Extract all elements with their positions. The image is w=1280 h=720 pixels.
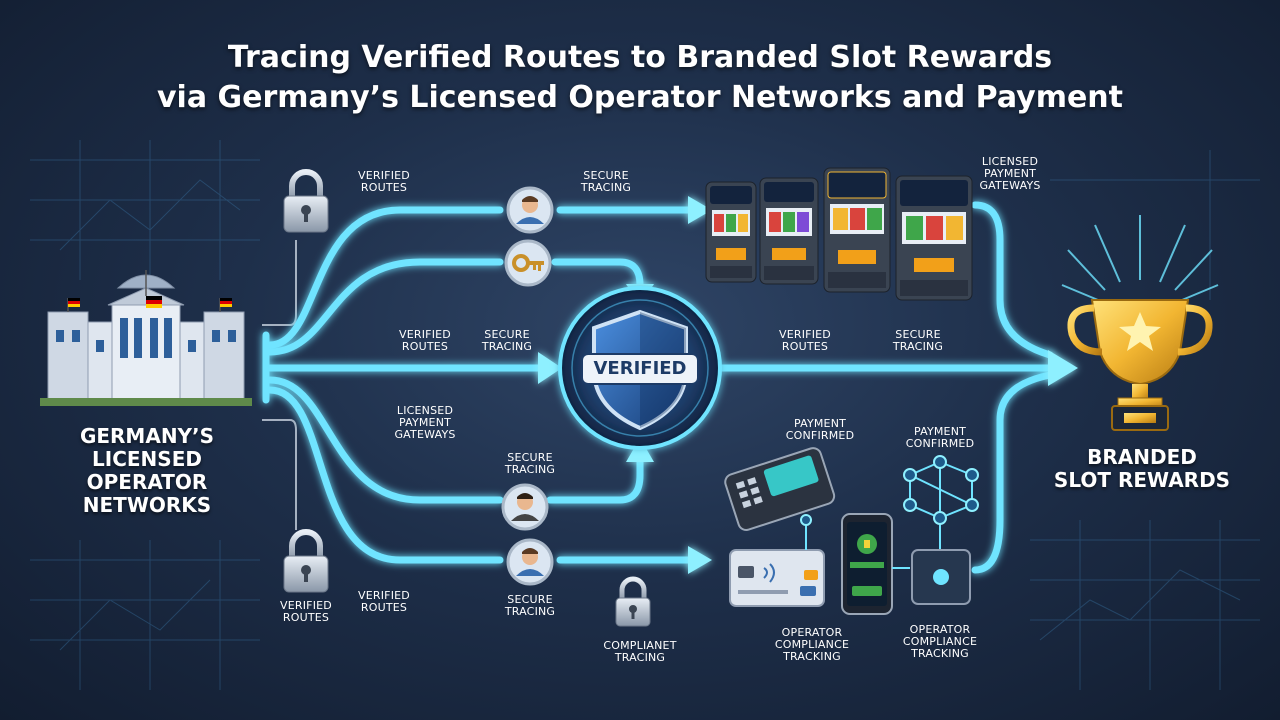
target-label-line: BRANDED xyxy=(1087,445,1197,469)
source-label-line: OPERATOR xyxy=(86,470,208,494)
route-low xyxy=(266,376,504,504)
sparkle-rays xyxy=(1061,215,1219,301)
route-top xyxy=(266,206,504,349)
arrowhead-top xyxy=(688,196,712,224)
target-label: BRANDED SLOT REWARDS xyxy=(1054,446,1230,492)
person-icon xyxy=(506,538,554,586)
source-label-line: NETWORKS xyxy=(82,493,212,517)
target-label-line: SLOT REWARDS xyxy=(1053,468,1231,492)
slot-machine-group xyxy=(705,167,973,301)
decor-grid-left xyxy=(30,140,260,690)
route-key xyxy=(266,258,504,356)
route-gateway-top xyxy=(971,201,1054,359)
title-line-1: Tracing Verified Routes to Branded Slot … xyxy=(227,40,1053,75)
slot-machine-icon xyxy=(895,175,973,301)
route-gateway-bottom xyxy=(971,371,1054,574)
flag-center xyxy=(145,270,162,308)
verified-hub xyxy=(558,286,722,450)
route-bottom xyxy=(266,386,504,564)
key-icon xyxy=(504,239,552,287)
person-icon xyxy=(506,186,554,234)
slot-machine-icon xyxy=(823,167,891,293)
smartphone-icon xyxy=(841,513,893,615)
verified-badge-bg xyxy=(581,353,699,385)
title-line-2: via Germany’s Licensed Operator Networks… xyxy=(156,80,1124,115)
padlock-icon xyxy=(283,529,329,593)
card-terminal-icon xyxy=(724,447,836,531)
flag-right xyxy=(219,298,232,312)
government-building-icon xyxy=(40,270,252,406)
padlock-icon xyxy=(283,169,329,233)
credit-card-icon xyxy=(729,549,825,607)
route-low-2 xyxy=(546,456,644,504)
padlock-icon xyxy=(615,576,651,627)
slot-machine-icon xyxy=(705,181,757,283)
arrowhead-right xyxy=(1048,350,1078,386)
slot-machine-icon xyxy=(759,177,819,285)
person-icon xyxy=(501,483,549,531)
network-icon xyxy=(800,455,979,605)
verified-badge-text: VERIFIED xyxy=(593,358,687,379)
source-label-line: LICENSED xyxy=(92,447,202,471)
decor-grid-right xyxy=(1030,150,1260,690)
flow-paths xyxy=(262,201,1054,574)
arrowhead-bottom xyxy=(688,546,712,574)
source-connectors xyxy=(262,240,297,530)
source-label: GERMANY’S LICENSED OPERATOR NETWORKS xyxy=(80,425,214,517)
trophy-icon xyxy=(1061,215,1219,431)
flag-left xyxy=(67,298,80,312)
page-title: Tracing Verified Routes to Branded Slot … xyxy=(0,38,1280,118)
source-label-line: GERMANY’S xyxy=(79,424,215,448)
arrowhead-mid xyxy=(538,352,562,384)
